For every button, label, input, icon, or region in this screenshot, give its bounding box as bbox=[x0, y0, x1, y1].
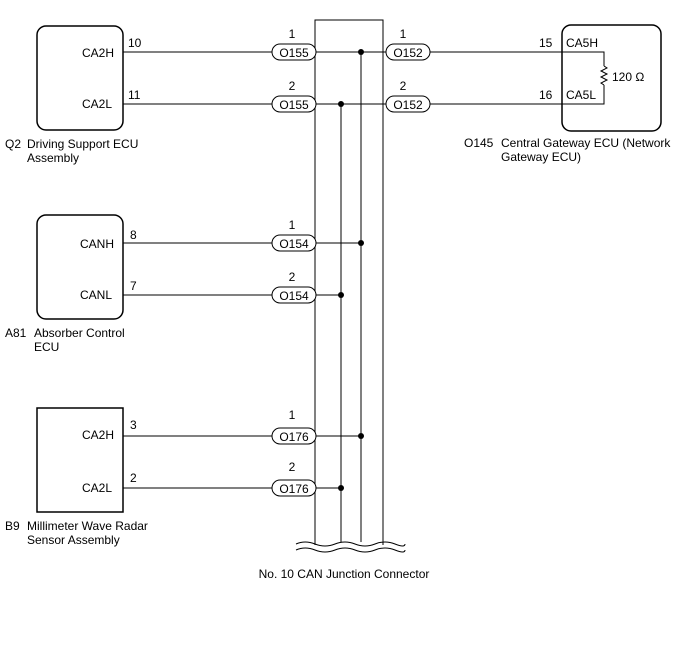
connector-o176 bbox=[271, 479, 317, 497]
can-junction-connector bbox=[295, 19, 406, 553]
pin-number: 11 bbox=[128, 88, 141, 102]
pin-label: CA2H bbox=[82, 428, 114, 442]
connector-code: O154 bbox=[279, 237, 309, 251]
ecu-o145: CA5H CA5L 15 16 120 Ω O145 Central Gatew… bbox=[464, 24, 671, 164]
pin-label: CA5H bbox=[566, 36, 598, 50]
connector-code: O152 bbox=[393, 98, 423, 112]
break-line bbox=[295, 541, 406, 547]
connector-o176 bbox=[271, 427, 317, 445]
connector-pin: 2 bbox=[400, 79, 407, 93]
ecu-q2: CA2H CA2L 10 11 Q2 Driving Support ECU A… bbox=[5, 25, 142, 165]
pin-label: CA2L bbox=[82, 97, 112, 111]
ecu-q2-box bbox=[36, 25, 124, 131]
connector-o154 bbox=[271, 234, 317, 252]
ecu-b9: CA2H CA2L 3 2 B9 Millimeter Wave Radar S… bbox=[5, 407, 148, 547]
wire bbox=[562, 85, 605, 105]
ecu-id: A81 bbox=[5, 326, 27, 340]
pin-number: 3 bbox=[130, 418, 137, 432]
connector-code: O154 bbox=[279, 289, 309, 303]
pin-label: CANL bbox=[80, 288, 112, 302]
pin-label: CANH bbox=[80, 237, 114, 251]
pin-number: 7 bbox=[130, 279, 137, 293]
ecu-name: Central Gateway ECU (Network bbox=[501, 136, 671, 150]
pin-number: 2 bbox=[130, 471, 137, 485]
junction-connector-label: No. 10 CAN Junction Connector bbox=[259, 567, 430, 581]
resistor-symbol bbox=[599, 65, 609, 86]
ecu-name: Driving Support ECU bbox=[27, 137, 138, 151]
ecu-b9-box bbox=[36, 407, 124, 513]
connector-pin: 1 bbox=[289, 218, 296, 232]
connector-pin: 2 bbox=[289, 460, 296, 474]
connector-code: O155 bbox=[279, 98, 309, 112]
ecu-name: Millimeter Wave Radar bbox=[27, 519, 148, 533]
connector-code: O152 bbox=[393, 46, 423, 60]
pin-label: CA2L bbox=[82, 481, 112, 495]
ecu-name: Absorber Control bbox=[34, 326, 125, 340]
break-line bbox=[295, 547, 406, 553]
connector-o155 bbox=[271, 95, 317, 113]
pin-number: 15 bbox=[539, 36, 553, 50]
connector-pin: 1 bbox=[289, 408, 296, 422]
connector-code: O155 bbox=[279, 46, 309, 60]
splice-dot bbox=[358, 433, 364, 439]
ecu-name: Gateway ECU) bbox=[501, 150, 581, 164]
connector-code: O176 bbox=[279, 430, 309, 444]
connector-pin: 1 bbox=[400, 27, 407, 41]
pin-number: 10 bbox=[128, 36, 142, 50]
pin-number: 8 bbox=[130, 228, 137, 242]
ecu-id: B9 bbox=[5, 519, 20, 533]
ecu-name: Sensor Assembly bbox=[27, 533, 120, 547]
ecu-name: ECU bbox=[34, 340, 59, 354]
pin-number: 16 bbox=[539, 88, 553, 102]
wire bbox=[562, 51, 605, 66]
splice-dot bbox=[338, 292, 344, 298]
splice-dot bbox=[358, 240, 364, 246]
connector-o155 bbox=[271, 43, 317, 61]
connector-code: O176 bbox=[279, 482, 309, 496]
connector-pin: 1 bbox=[289, 27, 296, 41]
ecu-a81: CANH CANL 8 7 A81 Absorber Control ECU bbox=[5, 214, 137, 354]
ecu-a81-box bbox=[36, 214, 124, 320]
resistor-value: 120 Ω bbox=[612, 70, 644, 84]
ecu-id: O145 bbox=[464, 136, 494, 150]
splice-dot bbox=[338, 485, 344, 491]
connector-pin: 2 bbox=[289, 79, 296, 93]
splice-dot bbox=[358, 49, 364, 55]
pin-label: CA5L bbox=[566, 88, 596, 102]
pin-label: CA2H bbox=[82, 46, 114, 60]
connector-o154 bbox=[271, 286, 317, 304]
ecu-name: Assembly bbox=[27, 151, 79, 165]
splice-dot bbox=[338, 101, 344, 107]
ecu-id: Q2 bbox=[5, 137, 21, 151]
connector-pin: 2 bbox=[289, 270, 296, 284]
